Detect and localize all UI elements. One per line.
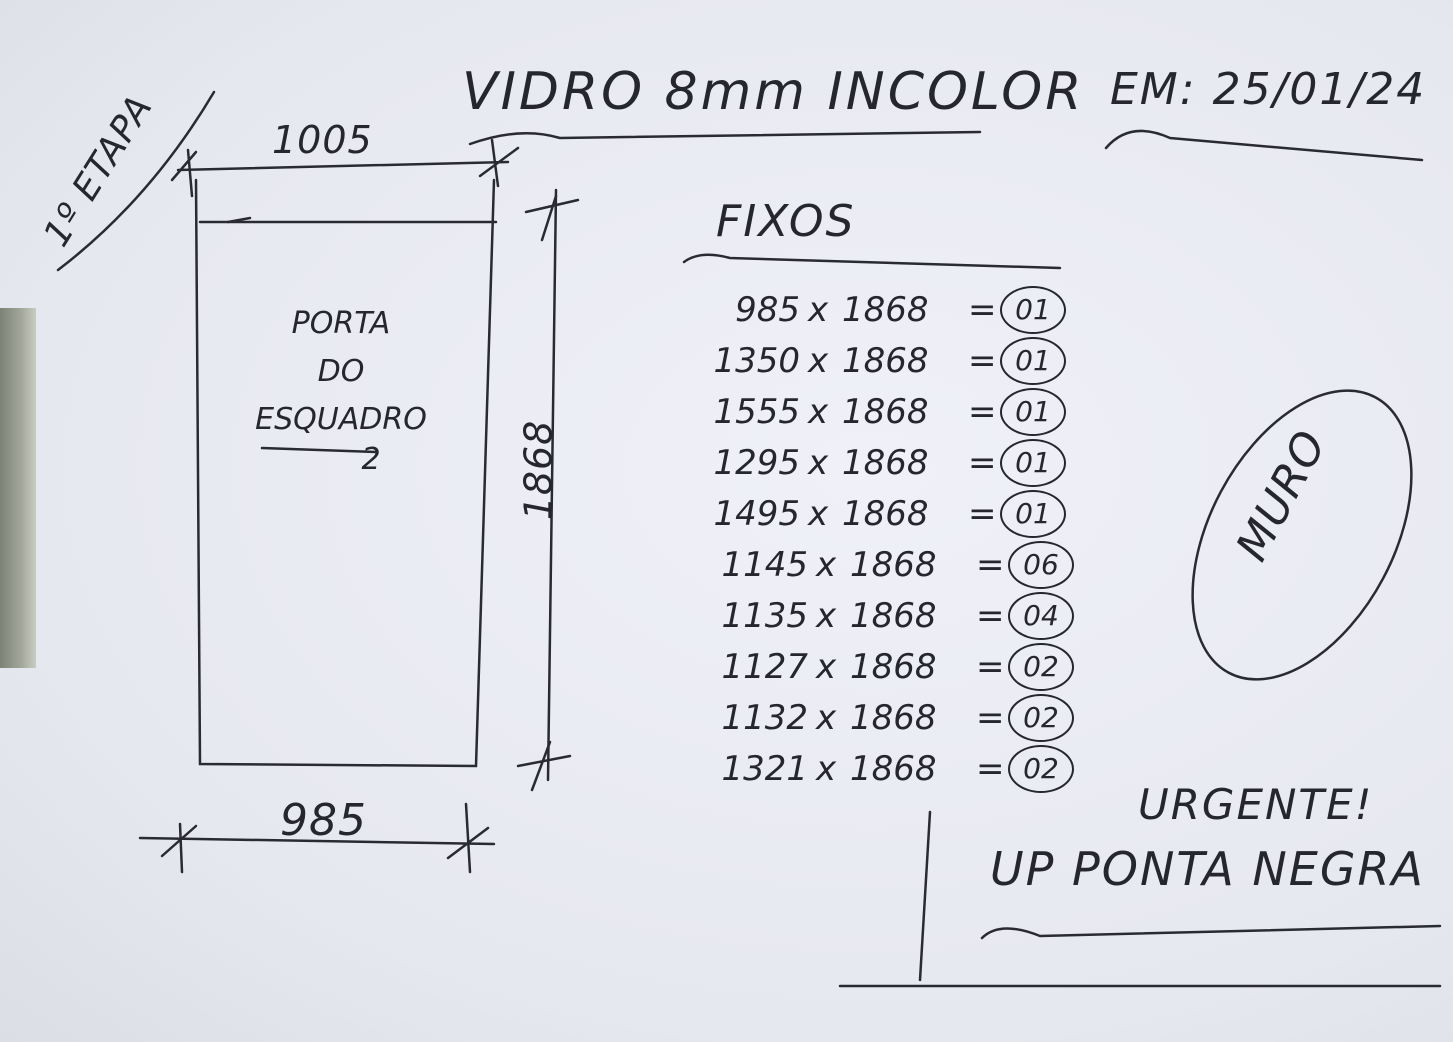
fixed-item-times: x: [808, 341, 829, 381]
fixed-item-qty: 01: [1000, 439, 1066, 487]
fixed-item-equals: =: [976, 749, 1005, 789]
fixed-item-height: 1868: [842, 341, 929, 381]
door-height: 1868: [516, 419, 561, 521]
fixed-item-equals: =: [968, 341, 997, 381]
unit-note: UP PONTA NEGRA: [990, 842, 1425, 896]
door-width-bottom: 985: [280, 795, 367, 846]
door-label-number: 2: [361, 442, 381, 477]
clipboard-edge: [0, 308, 36, 668]
fixed-item-width: 1495: [713, 494, 800, 534]
fixed-item-height: 1868: [842, 494, 929, 534]
fixed-item-width: 1295: [713, 443, 800, 483]
fixed-item-equals: =: [976, 647, 1005, 687]
fixed-item-qty: 01: [1000, 388, 1066, 436]
fixed-item-times: x: [816, 545, 837, 585]
unit-vertical-line: [918, 810, 932, 982]
fixed-item-qty: 02: [1008, 694, 1074, 742]
unit-underline: [980, 924, 1442, 940]
bottom-dimension-line: [138, 836, 496, 846]
fixed-item-times: x: [808, 494, 829, 534]
fixed-header: FIXOS: [716, 196, 856, 247]
fixed-item-width: 1350: [713, 341, 800, 381]
fixed-item-times: x: [816, 596, 837, 636]
door-label-line: DO: [317, 354, 365, 389]
fixed-item-width: 1127: [721, 647, 808, 687]
fixed-item-equals: =: [976, 545, 1005, 585]
fixed-item-width: 985: [735, 290, 800, 330]
fixed-item-times: x: [808, 290, 829, 330]
fixed-item-equals: =: [968, 494, 997, 534]
fixed-item-qty: 02: [1008, 643, 1074, 691]
fixed-item-width: 1555: [713, 392, 800, 432]
fixed-item-times: x: [816, 749, 837, 789]
door-width-top: 1005: [272, 118, 373, 162]
title-underline: [468, 130, 982, 146]
door-label: PORTA DO ESQUADRO 2: [246, 300, 436, 484]
top-dimension-line: [176, 160, 510, 172]
page-title: VIDRO 8mm INCOLOR: [462, 62, 1085, 122]
fixed-item-equals: =: [968, 290, 997, 330]
fixed-item-height: 1868: [842, 443, 929, 483]
fixed-header-underline: [682, 253, 1062, 270]
door-rectangle: [194, 178, 498, 768]
wall-ellipse: [1191, 389, 1413, 681]
right-dimension-line: [546, 188, 558, 782]
fixed-item-equals: =: [968, 392, 997, 432]
fixed-item-qty: 04: [1008, 592, 1074, 640]
date-label: EM: 25/01/24: [1110, 64, 1427, 115]
fixed-item-times: x: [808, 392, 829, 432]
fixed-item-equals: =: [976, 698, 1005, 738]
fixed-item-qty: 01: [1000, 286, 1066, 334]
fixed-item-equals: =: [976, 596, 1005, 636]
fixed-item-height: 1868: [850, 545, 937, 585]
fixed-item-height: 1868: [850, 596, 937, 636]
fixed-item-width: 1145: [721, 545, 808, 585]
fixed-item-times: x: [816, 647, 837, 687]
door-label-line: ESQUADRO: [255, 402, 427, 437]
fixed-item-width: 1132: [721, 698, 808, 738]
fixed-item-height: 1868: [850, 647, 937, 687]
fixed-item-height: 1868: [850, 698, 937, 738]
door-label-underline: [260, 446, 378, 454]
stage-underline: [56, 90, 216, 272]
fixed-item-height: 1868: [842, 290, 929, 330]
fixed-item-width: 1135: [721, 596, 808, 636]
fixed-item-times: x: [808, 443, 829, 483]
date-underline: [1104, 129, 1424, 162]
fixed-item-equals: =: [968, 443, 997, 483]
fixed-item-qty: 01: [1000, 337, 1066, 385]
fixed-item-times: x: [816, 698, 837, 738]
fixed-item-height: 1868: [850, 749, 937, 789]
urgent-note: URGENTE!: [1138, 780, 1374, 829]
door-label-line: PORTA: [291, 306, 391, 341]
fixed-item-height: 1868: [842, 392, 929, 432]
fixed-item-width: 1321: [721, 749, 808, 789]
fixed-item-qty: 06: [1008, 541, 1074, 589]
fixed-item-qty: 02: [1008, 745, 1074, 793]
fixed-item-qty: 01: [1000, 490, 1066, 538]
